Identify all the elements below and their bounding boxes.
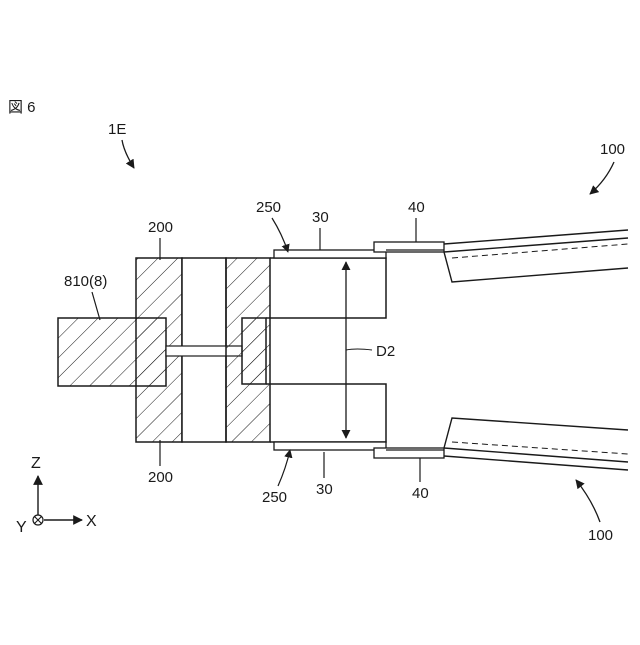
ring-top-arrow bbox=[272, 218, 288, 252]
dimension-leader bbox=[346, 349, 372, 350]
connector-inner-block bbox=[242, 318, 266, 384]
sheath-top-label: 40 bbox=[408, 199, 425, 216]
connector-top-label: 200 bbox=[148, 219, 173, 236]
connector-bottom-label: 200 bbox=[148, 469, 173, 486]
figure-title: 図 6 bbox=[8, 99, 36, 116]
device-leader bbox=[92, 292, 100, 320]
device-label: 810(8) bbox=[64, 273, 107, 290]
fiber-top bbox=[444, 230, 628, 282]
fiber-bottom bbox=[444, 418, 628, 470]
ring-bottom-arrow bbox=[278, 450, 290, 486]
fiber-top-arrow bbox=[590, 162, 614, 194]
dimension-label: D2 bbox=[376, 343, 395, 360]
jacket-top bbox=[274, 250, 386, 258]
housing-bottom bbox=[266, 384, 386, 442]
fiber-top-core bbox=[452, 244, 628, 258]
fiber-top-label: 100 bbox=[600, 141, 625, 158]
assembly-label: 1E bbox=[108, 121, 126, 138]
fiber-bottom-core bbox=[452, 442, 628, 454]
jacket-bottom-label: 30 bbox=[316, 481, 333, 498]
axis-z-label: Z bbox=[31, 455, 41, 472]
sheath-bottom-label: 40 bbox=[412, 485, 429, 502]
axis-y-label: Y bbox=[16, 519, 27, 536]
assembly-arrow bbox=[122, 140, 134, 168]
housing-top bbox=[266, 258, 386, 318]
jacket-bottom bbox=[274, 442, 386, 450]
ring-top-label: 250 bbox=[256, 199, 281, 216]
fiber-bottom-arrow bbox=[576, 480, 600, 522]
axis-x-label: X bbox=[86, 513, 97, 530]
ring-bottom-label: 250 bbox=[262, 489, 287, 506]
jacket-top-label: 30 bbox=[312, 209, 329, 226]
fiber-bottom-label: 100 bbox=[588, 527, 613, 544]
